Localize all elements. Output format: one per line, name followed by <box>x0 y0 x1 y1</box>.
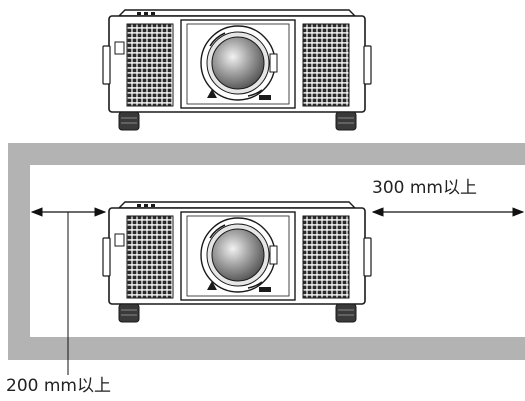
enclosure-wall <box>8 143 525 360</box>
projector-in-enclosure <box>102 201 372 323</box>
side-clearance-label: 300 mm以上 <box>372 178 477 198</box>
front-clearance-label: 200 mm以上 <box>6 376 111 396</box>
projector-top <box>102 9 372 131</box>
